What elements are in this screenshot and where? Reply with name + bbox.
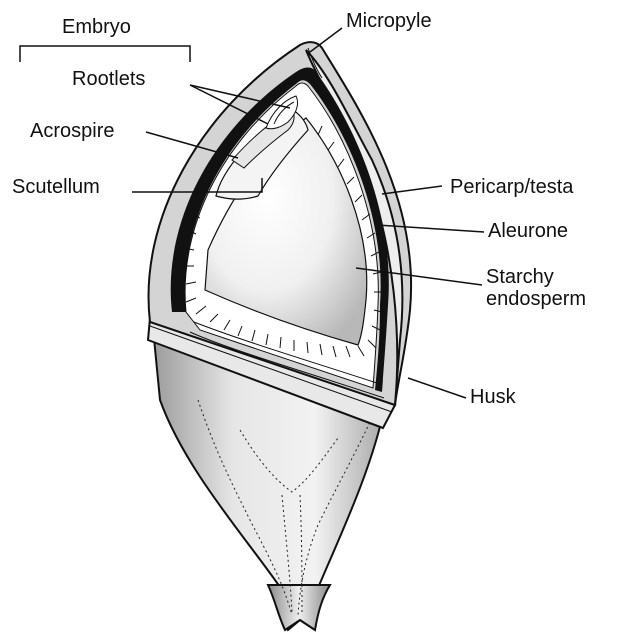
label-pericarp-testa: Pericarp/testa [450, 176, 573, 198]
label-acrospire: Acrospire [30, 120, 114, 142]
label-embryo: Embryo [62, 16, 131, 38]
stem-base [268, 585, 330, 630]
label-scutellum: Scutellum [12, 176, 100, 198]
husk-leader [408, 378, 466, 398]
micropyle-leader [310, 28, 342, 52]
label-micropyle: Micropyle [346, 10, 432, 32]
embryo-bracket [20, 46, 190, 62]
label-aleurone: Aleurone [488, 220, 568, 242]
label-starchy-endosperm: Starchy endosperm [486, 266, 616, 310]
label-husk: Husk [470, 386, 516, 408]
label-rootlets: Rootlets [72, 68, 145, 90]
